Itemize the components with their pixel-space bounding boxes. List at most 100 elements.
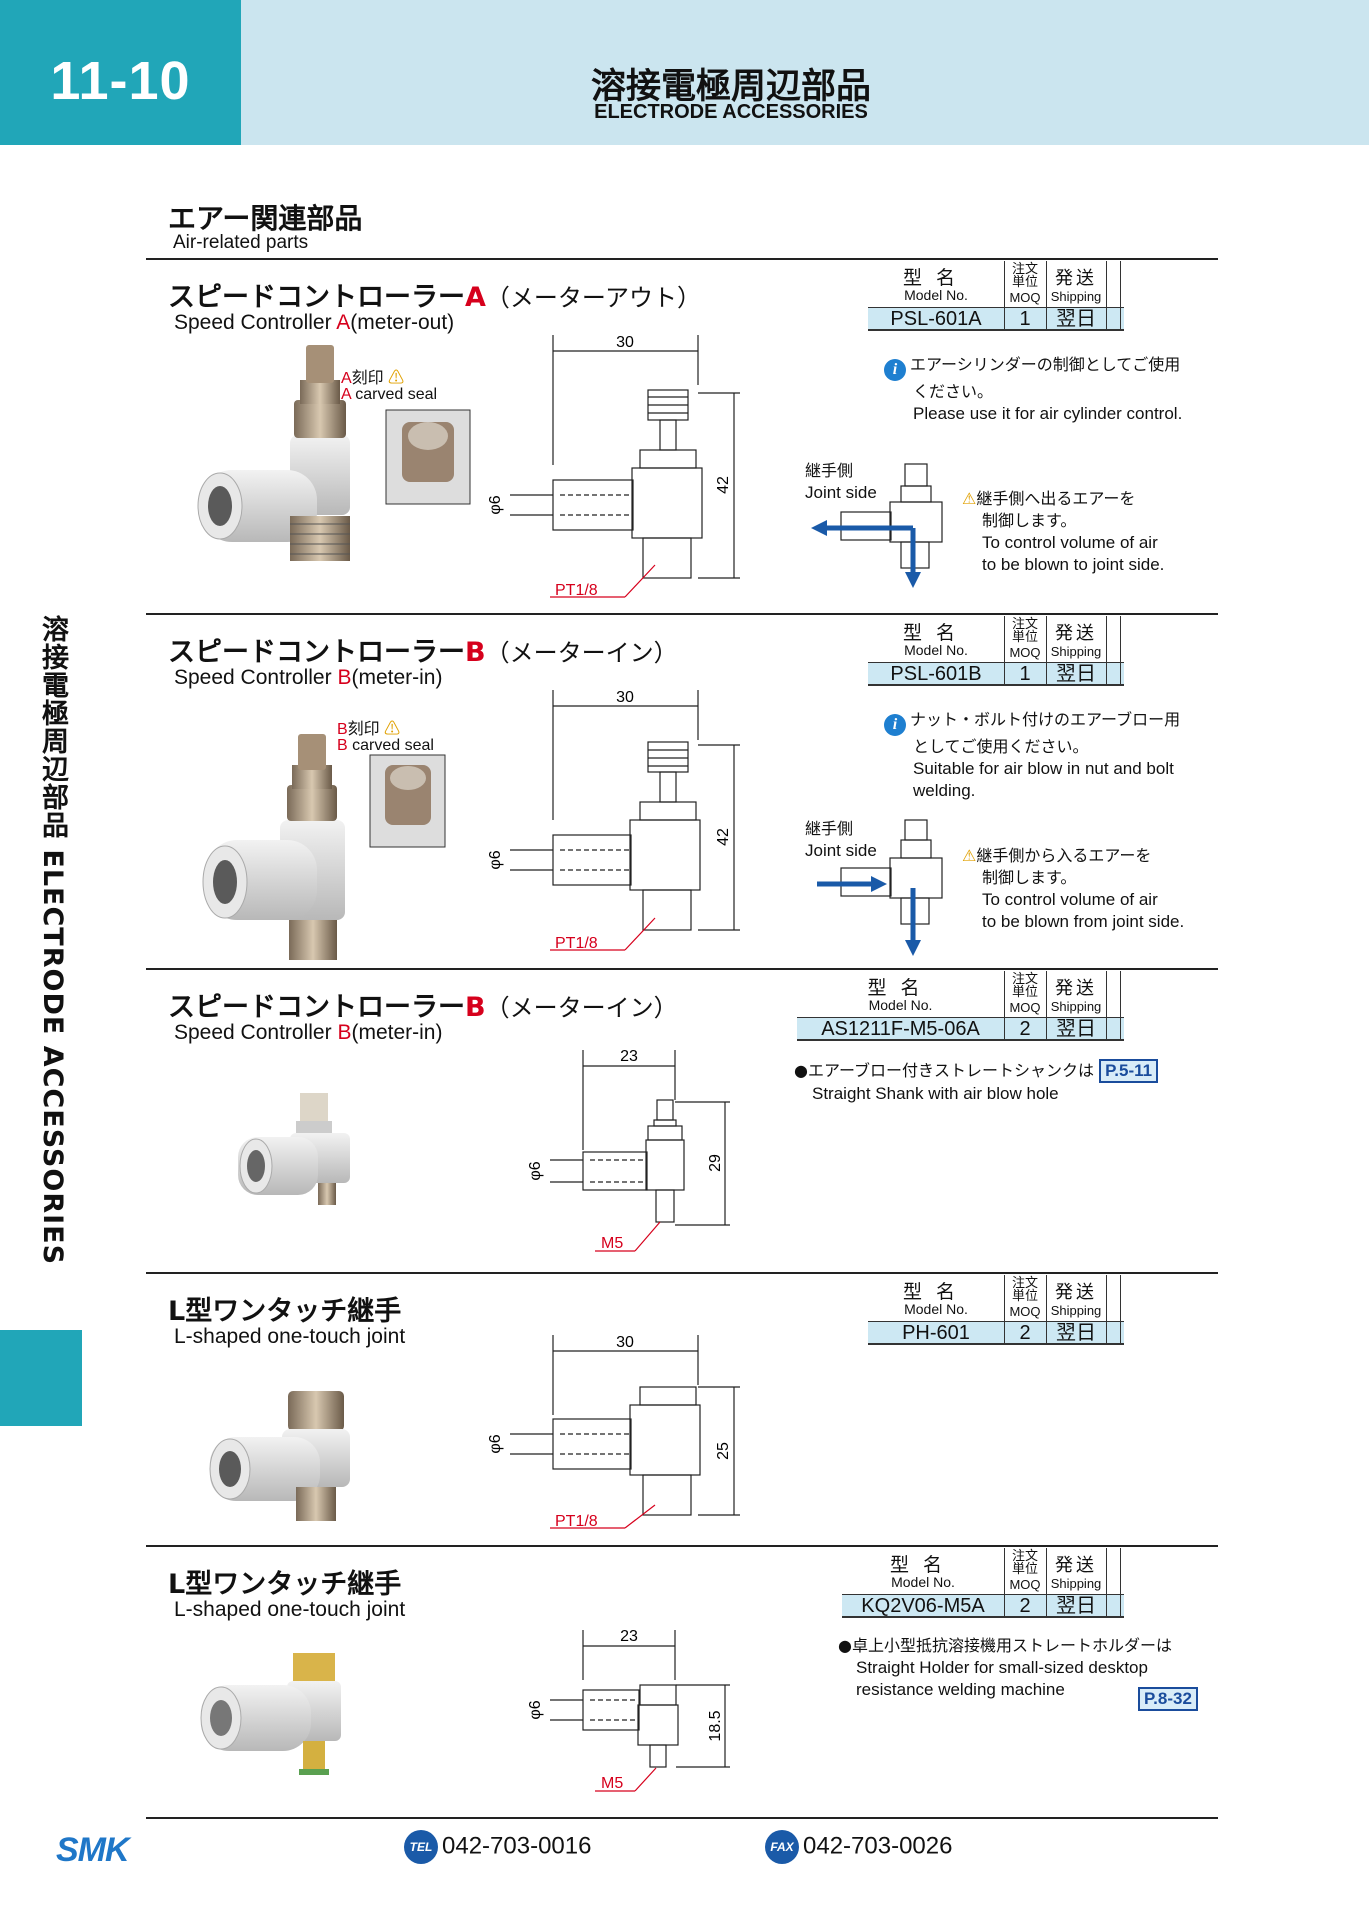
model-number: PSL-601B — [890, 663, 982, 685]
product-photo — [200, 1653, 341, 1775]
dim-width: 30 — [616, 1334, 634, 1351]
dim-diameter: φ6 — [487, 1434, 504, 1453]
divider — [146, 613, 1218, 615]
header-moq-jp: 注文単位 — [1011, 972, 1038, 1000]
warning-note: ⚠継手側から入るエアーを 制御します。 To control volume of… — [962, 846, 1185, 931]
header-model-jp: 型名 — [889, 1554, 956, 1576]
flow-diagram — [817, 819, 943, 956]
shipping-value: 翌日 — [1056, 308, 1096, 330]
page-number: 11-10 — [50, 51, 191, 111]
thread-label: M5 — [601, 1775, 623, 1792]
header-ship-en: Shipping — [1050, 289, 1102, 304]
dim-height: 25 — [715, 1442, 732, 1460]
product-photo — [197, 345, 471, 561]
section-title: エアー関連部品 — [168, 202, 363, 235]
product-subtitle: L-shaped one-touch joint — [174, 1325, 406, 1348]
dim-width: 23 — [620, 1048, 638, 1065]
moq-value: 2 — [1019, 1018, 1031, 1040]
product-subtitle: Speed Controller B(meter-in) — [174, 666, 443, 689]
product-title: スピードコントローラーB（メーターイン） — [168, 637, 678, 668]
dim-diameter: φ6 — [527, 1161, 544, 1180]
divider — [146, 968, 1218, 970]
header-ship-jp: 発送 — [1055, 978, 1097, 999]
shipping-value: 翌日 — [1056, 1595, 1096, 1617]
header-model-en: Model No. — [868, 997, 933, 1013]
moq-value: 1 — [1019, 308, 1031, 330]
header-moq-jp: 注文単位 — [1011, 262, 1038, 290]
product-photo — [238, 1093, 350, 1205]
dim-height: 18.5 — [707, 1710, 724, 1741]
dim-diameter: φ6 — [487, 850, 504, 869]
seal-label-en: A carved seal — [341, 386, 438, 403]
dim-diameter: φ6 — [527, 1700, 544, 1719]
section-subtitle: Air-related parts — [173, 232, 309, 253]
page-number-box — [0, 0, 241, 145]
product-title: L型ワンタッチ継手 — [168, 1569, 402, 1600]
header-ship-jp: 発送 — [1055, 268, 1097, 289]
divider — [146, 1545, 1218, 1547]
header-ship-en: Shipping — [1050, 999, 1102, 1014]
dim-height: 29 — [707, 1154, 724, 1172]
header-model-en: Model No. — [904, 287, 968, 303]
header-moq-jp: 注文単位 — [1011, 1276, 1038, 1304]
spec-table: 型名 Model No. 注文単位 MOQ 発送 Shipping PH-601… — [868, 1275, 1124, 1345]
header-moq-en: MOQ — [1009, 1304, 1041, 1319]
header-moq-en: MOQ — [1009, 645, 1041, 660]
model-number: PH-601 — [902, 1322, 970, 1344]
flow-diagram — [811, 463, 943, 588]
dim-diameter: φ6 — [487, 495, 504, 514]
seal-label: B刻印 ⚠ — [337, 721, 401, 738]
seal-label-en: B carved seal — [337, 737, 434, 754]
spec-table: 型名 Model No. 注文単位 MOQ 発送 Shipping AS1211… — [797, 971, 1124, 1041]
dimension-drawing: 30 42 φ6 PT1/8 — [487, 689, 740, 952]
dim-width: 23 — [620, 1628, 638, 1645]
page-title: 溶接電極周辺部品 — [590, 67, 871, 107]
dimension-drawing: 23 18.5 φ6 M5 — [527, 1628, 730, 1792]
tel-icon: TEL — [404, 1830, 438, 1864]
moq-value: 2 — [1019, 1322, 1031, 1344]
header-moq-jp: 注文単位 — [1011, 1549, 1038, 1577]
header-ship-jp: 発送 — [1055, 623, 1097, 644]
side-tab-label: 溶接電極周辺部品 ELECTRODE ACCESSORIES — [37, 615, 68, 1266]
company-logo: SMK — [56, 1831, 130, 1869]
header-moq-jp: 注文単位 — [1011, 617, 1038, 645]
warning-icon: ⚠ — [962, 489, 977, 508]
page-reference-link[interactable]: P.8-32 — [1138, 1687, 1198, 1711]
product-photo — [202, 734, 446, 960]
product-subtitle: Speed Controller B(meter-in) — [174, 1021, 443, 1044]
page-subtitle: ELECTRODE ACCESSORIES — [594, 101, 868, 123]
dim-width: 30 — [616, 689, 634, 706]
header-ship-en: Shipping — [1050, 1576, 1102, 1591]
info-icon: i — [884, 359, 906, 381]
header-model-en: Model No. — [904, 1301, 968, 1317]
header-ship-en: Shipping — [1050, 644, 1102, 659]
header-ship-jp: 発送 — [1055, 1282, 1097, 1303]
header-model-en: Model No. — [891, 1574, 955, 1590]
moq-value: 1 — [1019, 663, 1031, 685]
page-reference-link[interactable]: P.5-11 — [1099, 1059, 1159, 1083]
info-icon: i — [884, 714, 906, 736]
product-subtitle: L-shaped one-touch joint — [174, 1598, 406, 1621]
thread-label: PT1/8 — [555, 582, 598, 599]
header-moq-en: MOQ — [1009, 1000, 1041, 1015]
footer-divider — [146, 1817, 1218, 1819]
dim-height: 42 — [715, 828, 732, 846]
thread-label: M5 — [601, 1235, 623, 1252]
model-number: KQ2V06-M5A — [861, 1595, 985, 1617]
product-subtitle: Speed Controller A(meter-out) — [174, 311, 455, 334]
spec-table: 型名 Model No. 注文単位 MOQ 発送 Shipping PSL-60… — [868, 261, 1124, 331]
model-number: AS1211F-M5-06A — [821, 1018, 980, 1040]
dimension-drawing: 30 42 φ6 PT1/8 — [487, 334, 740, 599]
header-moq-en: MOQ — [1009, 290, 1041, 305]
header-model-jp: 型名 — [902, 267, 969, 289]
side-tab-marker — [0, 1330, 82, 1426]
header-model-jp: 型名 — [902, 622, 969, 644]
header-ship-en: Shipping — [1050, 1303, 1102, 1318]
shipping-value: 翌日 — [1056, 1018, 1096, 1040]
dim-height: 42 — [715, 476, 732, 494]
